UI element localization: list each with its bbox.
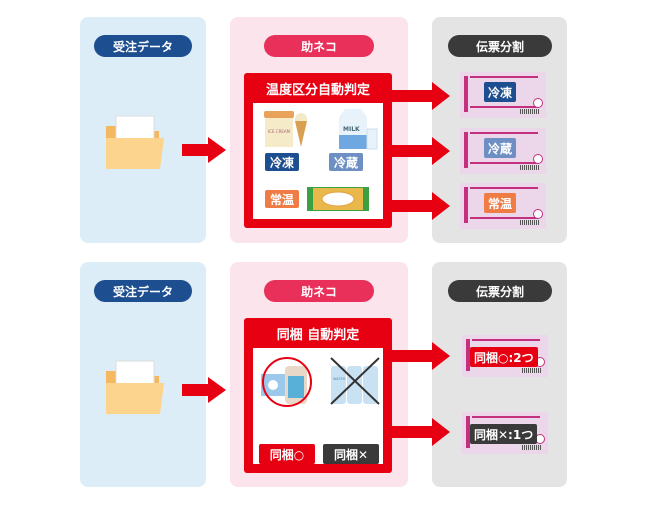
arrow-icon	[182, 377, 226, 403]
pasta-package-icon	[307, 187, 369, 211]
slip-label: 同梱○:2つ	[470, 347, 538, 367]
frozen-tag: 冷凍	[265, 153, 299, 171]
slip-chilled: 冷蔵	[460, 128, 546, 174]
temperature-judgement-box: 温度区分自動判定 ICE CREAM MILK 冷凍 冷蔵 常温	[244, 73, 392, 228]
arrow-icon	[392, 137, 450, 165]
folder-icon	[106, 115, 164, 169]
slip-frozen: 冷凍	[460, 72, 546, 118]
order-data-pill: 受注データ	[94, 280, 192, 302]
arrow-icon	[392, 82, 450, 110]
water-bottles-icon: WATER	[330, 357, 380, 405]
sukeneko-pill: 助ネコ	[264, 280, 374, 302]
box-title: 温度区分自動判定	[265, 83, 370, 98]
sukeneko-pill: 助ネコ	[264, 35, 374, 57]
detergent-icon	[261, 357, 312, 407]
arrow-icon	[392, 418, 450, 446]
ice-cream-text: ICE CREAM	[268, 129, 291, 134]
bundle-ok-tag: 同梱○	[259, 444, 315, 464]
slip-split-pill: 伝票分割	[448, 35, 552, 57]
arrow-icon	[392, 192, 450, 220]
order-data-pill: 受注データ	[94, 35, 192, 57]
milk-icon: MILK	[339, 109, 378, 150]
bundle-ng-tag: 同梱✕	[323, 444, 379, 464]
arrow-icon	[182, 137, 226, 163]
ambient-tag: 常温	[265, 190, 299, 208]
folder-icon	[106, 360, 164, 414]
slip-bundle-ng: 同梱✕:1つ	[462, 412, 548, 454]
chilled-tag: 冷蔵	[329, 153, 363, 171]
arrow-icon	[392, 342, 450, 370]
water-text: WATER	[333, 377, 346, 381]
slip-label: 冷凍	[484, 82, 517, 102]
ice-cream-icon: ICE CREAM	[264, 111, 307, 147]
bundle-judgement-box: 同梱 自動判定 WATER 同梱○ 同梱✕	[244, 318, 392, 473]
slip-ambient: 常温	[460, 183, 546, 229]
slip-bundle-ok: 同梱○:2つ	[462, 335, 548, 377]
milk-text: MILK	[343, 126, 360, 133]
slip-label: 常温	[484, 193, 517, 213]
slip-label: 同梱✕:1つ	[470, 424, 538, 444]
box-title: 同梱 自動判定	[276, 328, 360, 343]
slip-label: 冷蔵	[484, 138, 517, 158]
slip-split-pill: 伝票分割	[448, 280, 552, 302]
